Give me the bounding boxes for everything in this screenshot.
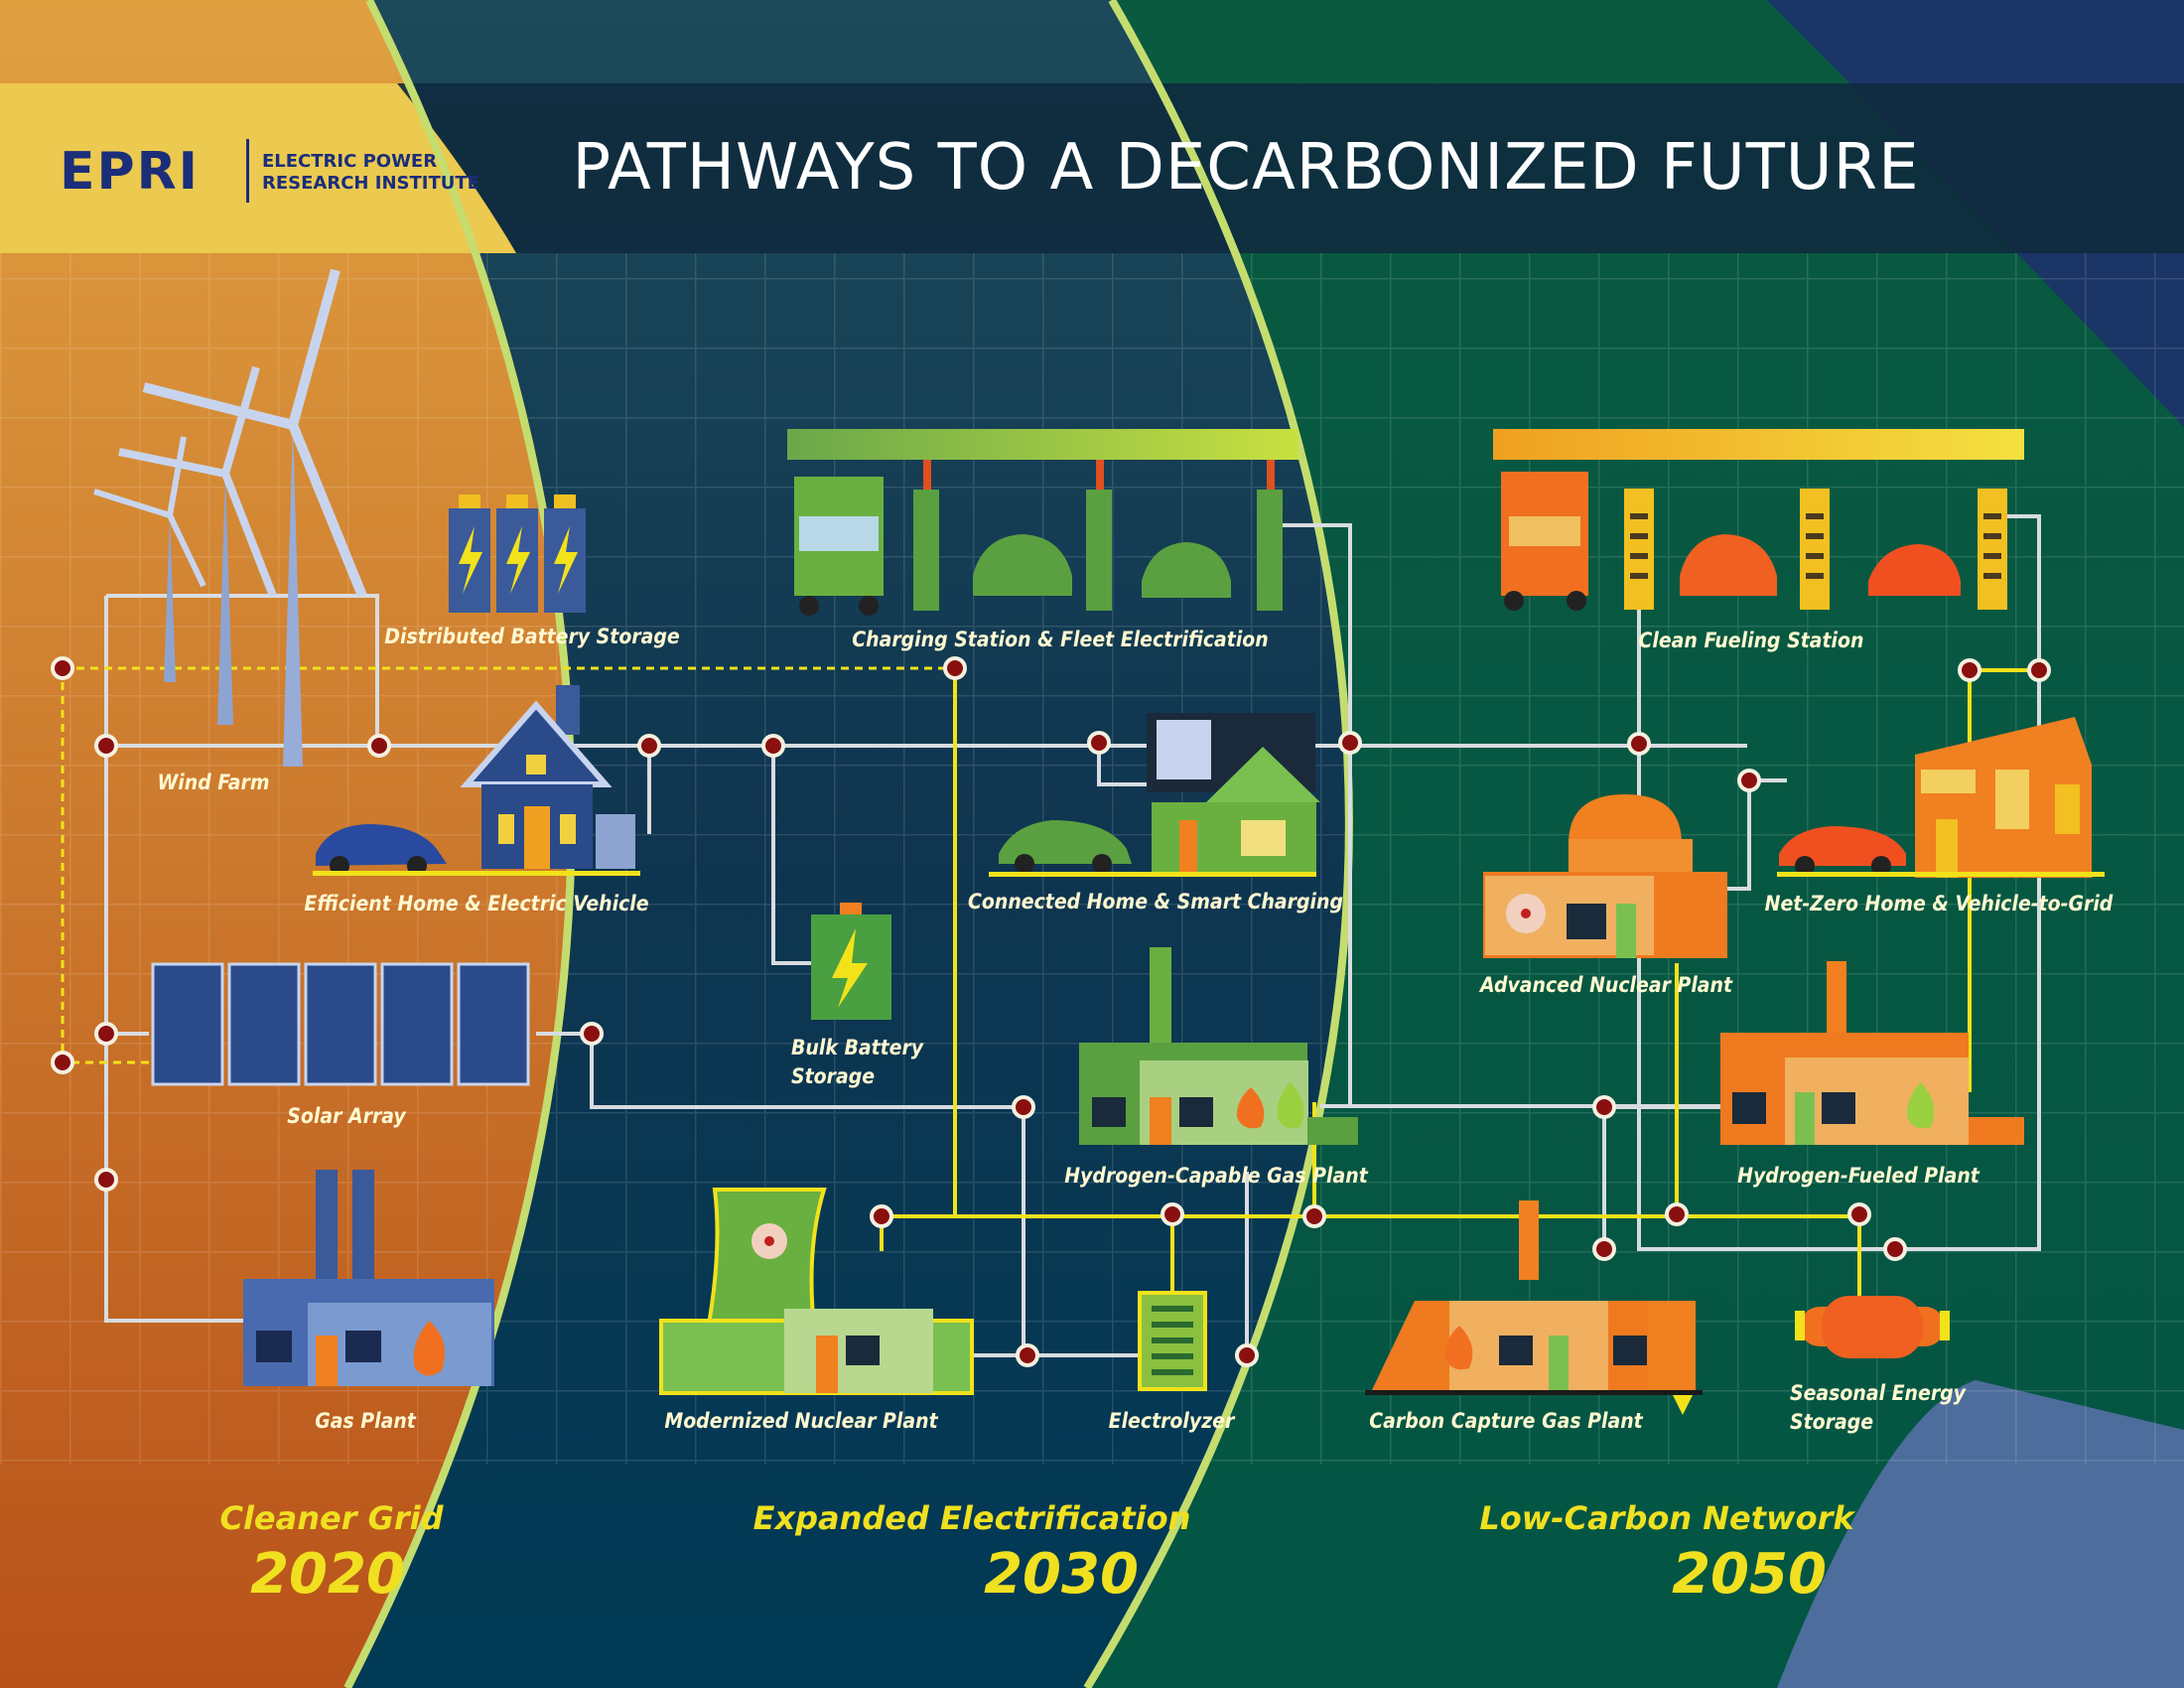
electrolyzer-icon: [1138, 1291, 1207, 1391]
network-node: [1160, 1202, 1184, 1226]
label-modernized-nuclear: Modernized Nuclear Plant: [664, 1409, 938, 1433]
label-hydrogen-capable: Hydrogen-Capable Gas Plant: [1064, 1164, 1368, 1188]
era-2030-name: Expanded Electrification: [753, 1499, 1191, 1537]
network-node: [51, 656, 74, 680]
label-bulk-battery-line2: Storage: [791, 1064, 875, 1088]
label-electrolyzer: Electrolyzer: [1109, 1409, 1236, 1433]
clean-fueling-station-icon: [1493, 429, 2024, 611]
seasonal-storage-icon: [1795, 1296, 1950, 1358]
svg-text:EPRI: EPRI: [60, 142, 200, 202]
network-nodes: [51, 656, 2051, 1367]
network-node: [1302, 1204, 1326, 1228]
page-title: PATHWAYS TO A DECARBONIZED FUTURE: [572, 131, 1919, 205]
logo-band: [0, 83, 516, 253]
era-2020-year: 2020: [250, 1542, 405, 1607]
label-solar-array: Solar Array: [287, 1104, 406, 1128]
network-node: [580, 1022, 604, 1046]
label-distributed-battery: Distributed Battery Storage: [384, 625, 680, 648]
component-labels: Distributed Battery Storage Wind Farm Ef…: [157, 625, 2113, 1434]
network-node: [943, 656, 967, 680]
solar-panel: [304, 962, 377, 1086]
logo-divider: [246, 139, 249, 203]
era-2050-name: Low-Carbon Network: [1479, 1499, 1855, 1537]
label-hydrogen-fueled: Hydrogen-Fueled Plant: [1737, 1164, 1980, 1188]
network-node: [1235, 1343, 1259, 1367]
solar-panel: [457, 962, 530, 1086]
label-carbon-capture: Carbon Capture Gas Plant: [1369, 1409, 1643, 1433]
carbon-capture-gas-plant-icon: [1365, 1200, 1703, 1415]
svg-text:ELECTRIC POWER: ELECTRIC POWER: [262, 151, 437, 172]
label-gas-plant: Gas Plant: [315, 1409, 417, 1433]
epri-logo: EPRI ELECTRIC POWER RESEARCH INSTITUTE: [60, 139, 479, 203]
wind-farm-icon: [93, 268, 367, 767]
label-wind-farm: Wind Farm: [157, 771, 269, 794]
network-node: [1338, 731, 1362, 755]
network-node: [1012, 1095, 1035, 1119]
era-2020-name: Cleaner Grid: [219, 1499, 444, 1537]
charging-station-icon: [787, 429, 1298, 616]
solar-array-icon: [151, 962, 530, 1086]
hydrogen-capable-gas-plant-icon: [1079, 947, 1358, 1145]
label-charging-station: Charging Station & Fleet Electrification: [852, 628, 1268, 651]
network-node: [2027, 658, 2051, 682]
gas-plant-icon: [243, 1170, 494, 1386]
network-node: [94, 734, 118, 758]
label-bulk-battery-line1: Bulk Battery: [791, 1036, 924, 1059]
label-connected-home: Connected Home & Smart Charging: [968, 890, 1343, 914]
network-node: [1592, 1237, 1616, 1261]
network-node: [94, 1168, 118, 1192]
label-seasonal-storage-line2: Storage: [1790, 1410, 1873, 1434]
network-node: [1016, 1343, 1039, 1367]
era-captions: Cleaner Grid 2020 Expanded Electrificati…: [219, 1499, 1855, 1607]
net-zero-home-icon: [1777, 717, 2105, 878]
efficient-home-icon: [313, 685, 640, 876]
bulk-battery-icon: [811, 903, 891, 1020]
network-node: [761, 734, 785, 758]
network-node: [870, 1204, 893, 1228]
distributed-battery-icon: [449, 494, 586, 613]
network-node: [1958, 658, 1981, 682]
network-node: [1627, 732, 1651, 756]
network-node: [1592, 1095, 1616, 1119]
network-node: [1087, 731, 1111, 755]
network-node: [1847, 1202, 1871, 1226]
modernized-nuclear-plant-icon: [659, 1188, 974, 1395]
network-node: [1665, 1202, 1689, 1226]
label-seasonal-storage-line1: Seasonal Energy: [1790, 1381, 1967, 1405]
solar-panel: [151, 962, 224, 1086]
label-advanced-nuclear: Advanced Nuclear Plant: [1478, 973, 1733, 997]
label-efficient-home: Efficient Home & Electric Vehicle: [304, 892, 648, 915]
label-clean-fueling: Clean Fueling Station: [1639, 629, 1864, 652]
advanced-nuclear-plant-icon: [1483, 794, 1727, 958]
connected-home-icon: [989, 713, 1320, 877]
network-node: [94, 1022, 118, 1046]
solar-panel: [227, 962, 301, 1086]
solar-panel: [380, 962, 454, 1086]
era-2030-year: 2030: [984, 1542, 1139, 1607]
network-node: [637, 734, 661, 758]
hydrogen-fueled-plant-icon: [1720, 961, 2024, 1145]
label-net-zero-home: Net-Zero Home & Vehicle-to-Grid: [1765, 892, 2114, 915]
network-node: [51, 1051, 74, 1074]
network-node: [1883, 1237, 1907, 1261]
network-node: [367, 734, 391, 758]
network-node: [1737, 769, 1761, 792]
era-2050-year: 2050: [1672, 1542, 1827, 1607]
svg-text:RESEARCH INSTITUTE: RESEARCH INSTITUTE: [262, 173, 479, 194]
